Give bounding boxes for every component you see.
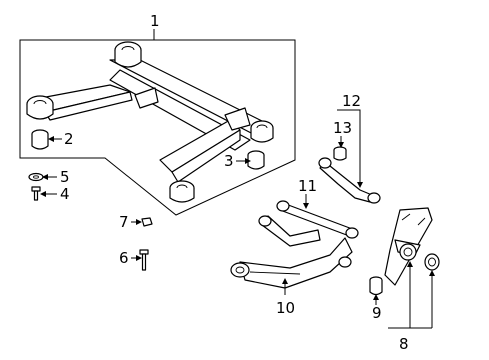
knuckle-8	[384, 207, 433, 286]
arrow-8a	[407, 261, 413, 267]
arrow-10	[282, 278, 288, 284]
clip-7	[141, 217, 153, 227]
arrow-9	[373, 294, 379, 300]
washer-5	[28, 172, 44, 182]
callout-13: 13	[333, 119, 352, 137]
arrow-6	[136, 255, 142, 261]
bolt-4	[31, 186, 41, 201]
bushing-13	[333, 146, 347, 161]
callout-9: 9	[372, 304, 382, 322]
callout-10: 10	[276, 299, 295, 317]
callout-6: 6	[119, 249, 129, 267]
arrow-12	[357, 182, 363, 188]
subframe-panel-outline	[19, 39, 296, 216]
callout-2: 2	[64, 130, 74, 148]
bushing-3	[247, 150, 265, 170]
callout-7: 7	[119, 213, 129, 231]
bushing-9	[369, 276, 383, 296]
upper-control-arm	[318, 157, 381, 204]
callout-1: 1	[150, 12, 160, 30]
bolt-6	[139, 249, 149, 271]
arrow-3	[245, 158, 251, 164]
arrow-4	[40, 191, 46, 197]
callout-12: 12	[342, 92, 361, 110]
leader-12	[337, 109, 361, 184]
lateral-link	[276, 200, 359, 239]
arrow-11	[303, 203, 309, 209]
callout-8: 8	[399, 335, 409, 353]
bushing-2	[31, 129, 49, 150]
callout-5: 5	[60, 168, 70, 186]
arrow-7	[136, 219, 142, 225]
leader-8	[388, 265, 433, 329]
arrow-5	[42, 174, 48, 180]
callout-11: 11	[298, 177, 317, 195]
subframe-crossmember	[26, 41, 274, 203]
callout-3: 3	[224, 152, 234, 170]
lower-control-arm	[230, 215, 353, 289]
arrow-2	[48, 136, 54, 142]
seal-8	[424, 253, 440, 271]
arrow-13	[338, 142, 344, 148]
arrow-8b	[429, 270, 435, 276]
callout-4: 4	[60, 185, 70, 203]
